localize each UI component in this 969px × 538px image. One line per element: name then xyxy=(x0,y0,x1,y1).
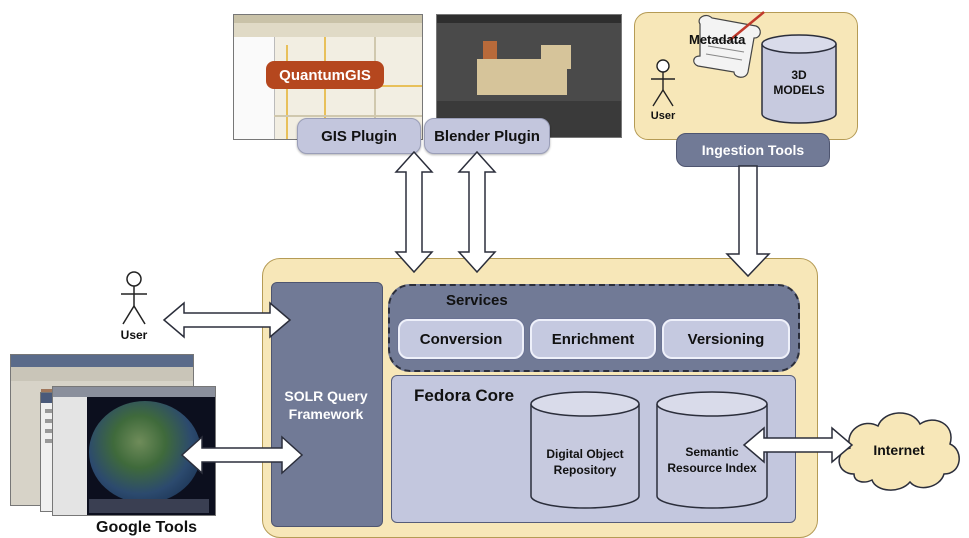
user-label-left: User xyxy=(120,328,148,342)
internet-label: Internet xyxy=(873,442,925,458)
semantic-resource-index-cylinder xyxy=(656,391,768,509)
digital-object-repository-cylinder xyxy=(530,391,640,509)
3d-models-label-line2: MODELS xyxy=(773,83,825,97)
enrichment-service: Enrichment xyxy=(530,319,656,359)
solr-label-line2: Framework xyxy=(288,406,364,422)
google-solr-bidirectional-arrow xyxy=(180,435,304,475)
solr-label-line1: SOLR Query xyxy=(284,388,368,404)
sri-label-line1: Semantic xyxy=(685,445,739,459)
ingestion-down-arrow xyxy=(725,165,771,278)
blender-plugin-vertical-arrow xyxy=(457,150,497,274)
user-label-ingestion: User xyxy=(650,110,676,122)
gis-plugin-vertical-arrow xyxy=(394,150,434,274)
ingestion-tools-tab: Ingestion Tools xyxy=(676,133,830,167)
fedora-core-title: Fedora Core xyxy=(414,386,515,405)
internet-cloud xyxy=(838,412,960,491)
3d-models-cylinder xyxy=(761,34,837,124)
versioning-service: Versioning xyxy=(662,319,790,359)
solr-query-framework xyxy=(271,282,383,527)
repository-label: Digital Object Repository xyxy=(529,446,641,478)
conversion-service: Conversion xyxy=(398,319,524,359)
sri-label: Semantic Resource Index xyxy=(655,444,769,476)
user-solr-bidirectional-arrow xyxy=(162,301,292,339)
google-tools-label: Google Tools xyxy=(96,519,198,536)
user-icon-ingestion xyxy=(651,59,675,107)
gis-plugin-tab: GIS Plugin xyxy=(297,118,421,154)
metadata-scroll-icon xyxy=(693,11,765,78)
sri-label-line2: Resource Index xyxy=(667,461,757,475)
3d-models-label: 3D MODELS xyxy=(760,68,838,98)
internet-bidirectional-arrow xyxy=(742,426,854,464)
earth-globe-icon xyxy=(89,401,201,503)
repository-label-line1: Digital Object xyxy=(546,447,624,461)
repository-label-line2: Repository xyxy=(553,463,617,477)
user-icon-left xyxy=(121,271,147,325)
metadata-label: Metadata xyxy=(689,32,746,47)
services-title: Services xyxy=(446,292,508,309)
quantumgis-logo: QuantumGIS xyxy=(266,61,384,89)
solr-label: SOLR Query Framework xyxy=(271,387,381,423)
blender-plugin-tab: Blender Plugin xyxy=(424,118,550,154)
3d-models-label-line1: 3D xyxy=(791,68,807,82)
